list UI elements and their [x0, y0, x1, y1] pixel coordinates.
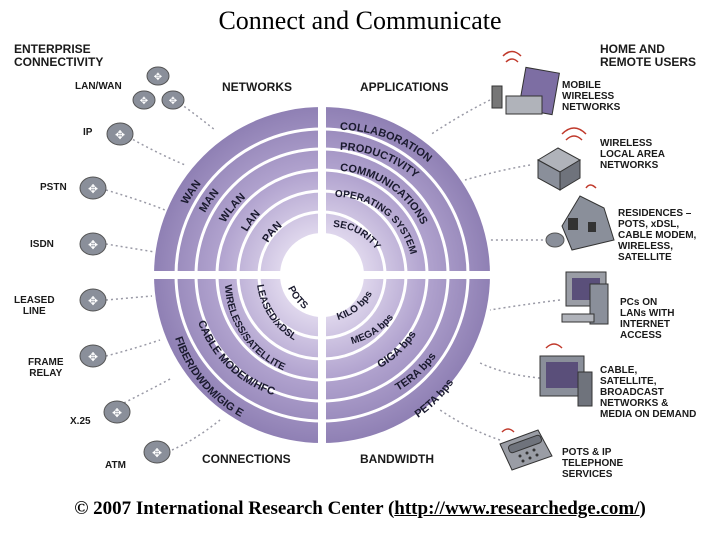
- bandwidth-quadrant-label: BANDWIDTH: [360, 452, 434, 466]
- connections-quadrant-label: CONNECTIONS: [202, 452, 291, 466]
- horizontal-divider: [150, 271, 494, 279]
- router-pstn-icon: ✥: [79, 176, 107, 200]
- label-mobile-wireless: MOBILE WIRELESS NETWORKS: [562, 80, 621, 113]
- router-icons: ✥ ✥ ✥ ✥ ✥ ✥ ✥ ✥ ✥ ✥: [79, 66, 185, 464]
- label-x25: X.25: [70, 416, 91, 427]
- footer-link[interactable]: http://www.researchedge.com/: [394, 498, 640, 519]
- router-lanwan-3-icon: ✥: [161, 90, 185, 110]
- desktop-pc-icon: [561, 271, 609, 325]
- label-frame-relay: FRAME RELAY: [28, 357, 64, 379]
- svg-text:✥: ✥: [88, 238, 98, 252]
- router-lanwan-2-icon: ✥: [132, 90, 156, 110]
- copyright-suffix: ): [639, 498, 646, 519]
- label-pstn: PSTN: [40, 182, 67, 193]
- label-atm: ATM: [105, 460, 126, 471]
- svg-text:✥: ✥: [140, 96, 148, 107]
- label-isdn: ISDN: [30, 239, 54, 250]
- router-lanwan-1-icon: ✥: [146, 66, 170, 86]
- wireless-access-point-icon: [536, 127, 587, 191]
- svg-text:✥: ✥: [88, 350, 98, 364]
- svg-text:✥: ✥: [154, 72, 162, 83]
- label-lan-wan: LAN/WAN: [75, 81, 122, 92]
- label-ip: IP: [83, 127, 93, 138]
- label-cable-satellite: CABLE, SATELLITE, BROADCAST NETWORKS & M…: [600, 365, 697, 420]
- router-leased-line-icon: ✥: [79, 288, 107, 312]
- copyright-footer: © 2007 International Research Center (ht…: [0, 498, 720, 520]
- telephone-icon: [499, 428, 553, 471]
- svg-text:✥: ✥: [169, 96, 177, 107]
- page-title: Connect and Communicate: [218, 6, 502, 35]
- applications-quadrant-label: APPLICATIONS: [360, 80, 449, 94]
- television-icon: [539, 343, 593, 407]
- router-isdn-icon: ✥: [79, 232, 107, 256]
- networks-quadrant-label: NETWORKS: [222, 80, 292, 94]
- home-remote-users-heading: HOME AND REMOTE USERS: [600, 42, 697, 69]
- svg-text:✥: ✥: [152, 446, 162, 460]
- label-pots-ip-telephone: POTS & IP TELEPHONE SERVICES: [562, 447, 624, 480]
- label-pcs-on-lans: PCs ON LANs WITH INTERNET ACCESS: [620, 297, 675, 341]
- router-frame-relay-icon: ✥: [79, 344, 107, 368]
- label-leased-line: LEASED LINE: [14, 295, 55, 317]
- enterprise-connectivity-heading: ENTERPRISE CONNECTIVITY: [14, 42, 104, 69]
- right-connectors: [429, 99, 561, 441]
- copyright-text: © 2007 International Research Center (: [74, 498, 395, 519]
- label-wireless-lan: WIRELESS LOCAL AREA NETWORKS: [600, 138, 665, 171]
- router-atm-icon: ✥: [143, 440, 171, 464]
- svg-text:✥: ✥: [115, 128, 125, 142]
- router-x25-icon: ✥: [103, 400, 131, 424]
- label-residences: RESIDENCES – POTS, xDSL, CABLE MODEM, WI…: [618, 208, 697, 263]
- router-ip-icon: ✥: [106, 122, 134, 146]
- svg-text:✥: ✥: [112, 406, 122, 420]
- svg-text:✥: ✥: [88, 294, 98, 308]
- svg-text:✥: ✥: [88, 182, 98, 196]
- mobile-devices-icon: [491, 50, 560, 116]
- residence-house-icon: [545, 184, 615, 251]
